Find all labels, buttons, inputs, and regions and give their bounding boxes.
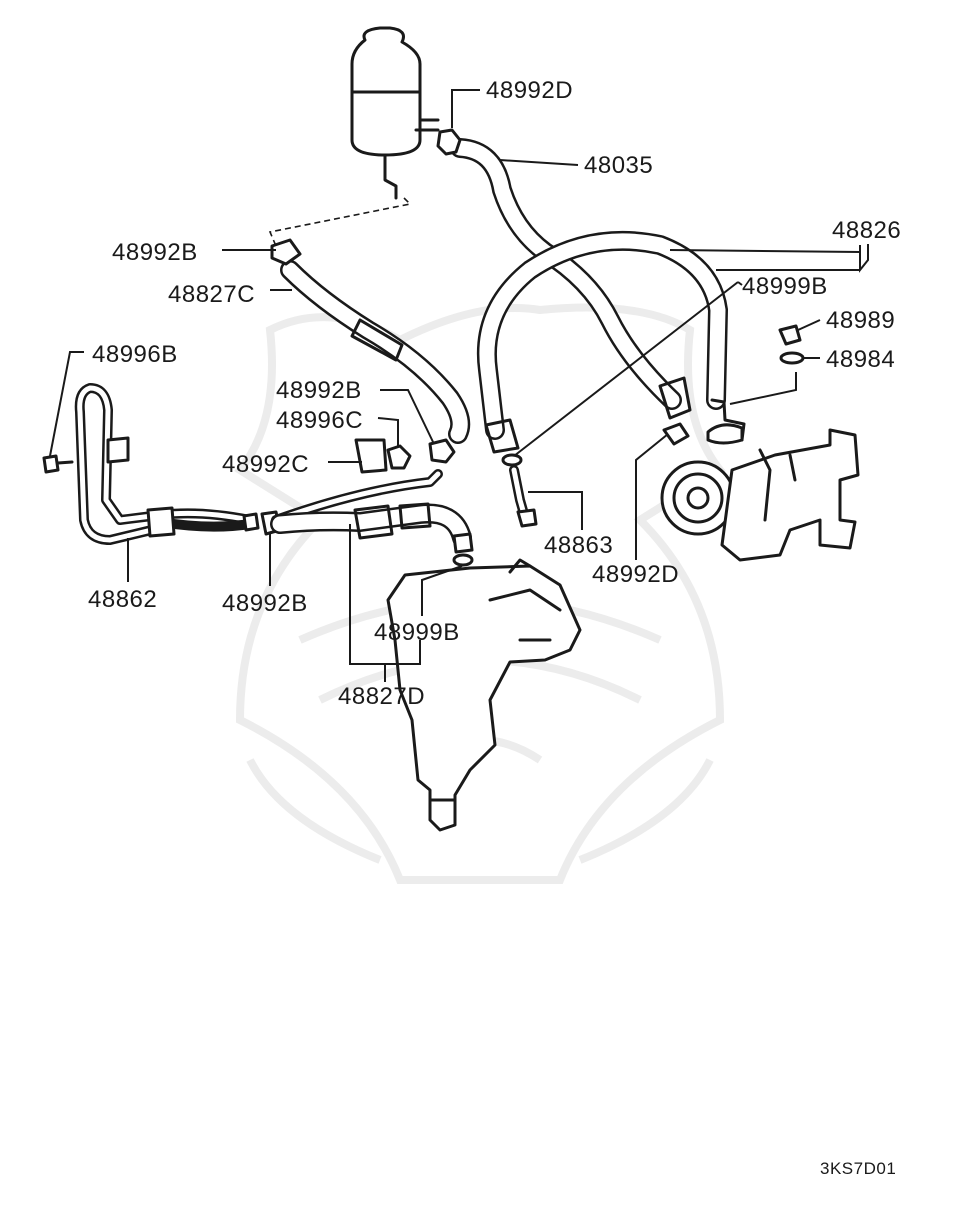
label-48984[interactable]: 48984: [826, 346, 895, 373]
label-48989[interactable]: 48989: [826, 307, 895, 334]
hose-48827C: [280, 260, 471, 444]
label-48992B-2[interactable]: 48992B: [276, 377, 362, 404]
label-48862[interactable]: 48862: [88, 586, 157, 613]
label-48999B-1[interactable]: 48999B: [742, 273, 828, 300]
label-48863[interactable]: 48863: [544, 532, 613, 559]
diagram-code: 3KS7D01: [820, 1159, 896, 1178]
label-48992B-1[interactable]: 48992B: [112, 239, 198, 266]
label-48999B-2[interactable]: 48999B: [374, 619, 460, 646]
label-48827D[interactable]: 48827D: [338, 683, 425, 710]
label-48996C[interactable]: 48996C: [276, 407, 363, 434]
samurai-helmet-watermark: [234, 303, 726, 884]
label-48992C[interactable]: 48992C: [222, 451, 309, 478]
label-48035[interactable]: 48035: [584, 152, 653, 179]
label-48992B-3[interactable]: 48992B: [222, 590, 308, 617]
power-steering-pump-icon: [660, 423, 860, 562]
label-48992D-top[interactable]: 48992D: [486, 77, 573, 104]
label-48992D-2[interactable]: 48992D: [592, 561, 679, 588]
hose-48827D: [270, 469, 474, 554]
fluid-reservoir-icon: [350, 26, 440, 200]
label-48996B[interactable]: 48996B: [92, 341, 178, 368]
steering-gearbox-icon: [386, 558, 582, 832]
label-48827C[interactable]: 48827C: [168, 281, 255, 308]
cooler-pipe-48862: [74, 383, 260, 545]
label-48826[interactable]: 48826: [832, 217, 901, 244]
